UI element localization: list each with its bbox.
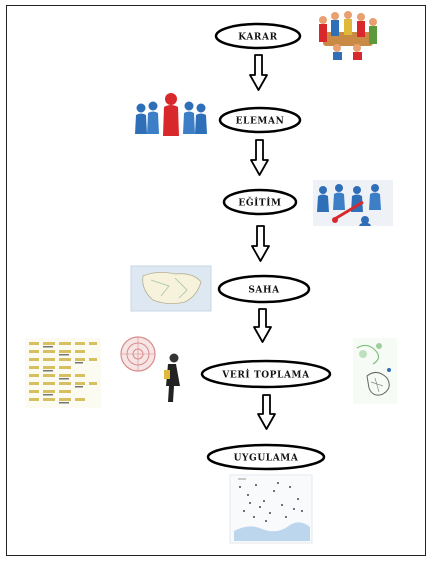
survey-person-icon (120, 336, 180, 402)
step-label-uygulama: UYGULAMA (234, 454, 299, 464)
team-leader-icon (135, 93, 207, 136)
down-arrow-1 (249, 54, 268, 91)
data-table-icon (25, 338, 101, 408)
meeting-people-icon (319, 11, 377, 60)
step-label-saha: SAHA (248, 286, 280, 296)
step-saha: SAHA (217, 274, 311, 304)
step-uygulama: UYGULAMA (206, 443, 326, 471)
data-sketch-icon (353, 338, 397, 404)
step-label-eleman: ELEMAN (236, 117, 285, 127)
step-label-veri-toplama: VERİ TOPLAMA (221, 368, 310, 381)
scatter-map-icon (229, 474, 313, 544)
field-map-icon (130, 265, 212, 312)
down-arrow-3 (251, 225, 270, 262)
step-label-karar: KARAR (238, 33, 277, 43)
step-karar: KARAR (214, 22, 302, 50)
step-eleman: ELEMAN (218, 106, 302, 134)
training-people-icon (313, 180, 393, 226)
down-arrow-5 (257, 394, 276, 430)
step-label-egitim: EĞİTİM (238, 196, 281, 209)
step-egitim: EĞİTİM (222, 188, 298, 216)
down-arrow-4 (253, 308, 272, 343)
down-arrow-2 (250, 139, 269, 176)
step-veri-toplama: VERİ TOPLAMA (200, 359, 332, 389)
